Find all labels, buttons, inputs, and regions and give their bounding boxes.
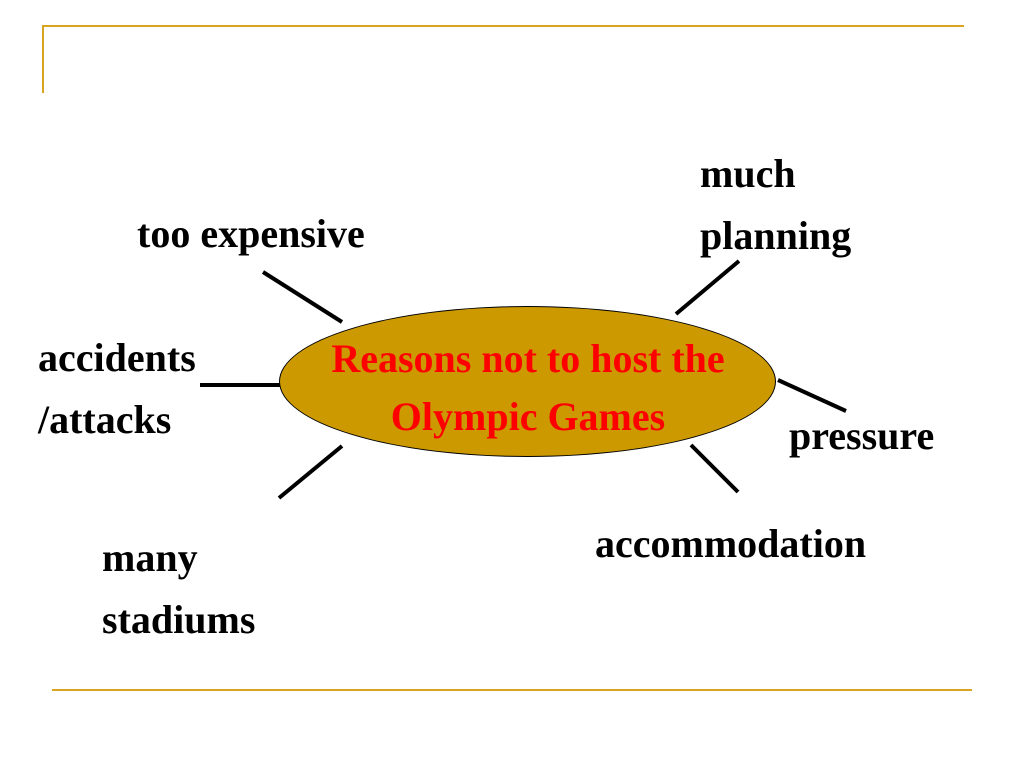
connector-pressure xyxy=(777,378,847,413)
reason-accidents-attacks: accidents /attacks xyxy=(38,335,196,442)
connector-expensive xyxy=(261,270,344,324)
connector-planning xyxy=(674,259,741,316)
center-ellipse xyxy=(279,306,776,457)
reason-too-expensive: too expensive xyxy=(137,211,365,256)
left-rule xyxy=(42,25,44,93)
reason-many-stadiums: many stadiums xyxy=(102,535,256,642)
reason-accommodation: accommodation xyxy=(595,521,867,566)
reason-much-planning: much planning xyxy=(700,151,852,258)
bottom-rule xyxy=(52,689,972,691)
top-rule xyxy=(42,25,964,27)
connector-stadiums xyxy=(277,444,344,500)
reason-pressure: pressure xyxy=(789,413,935,458)
center-title: Reasons not to host the Olympic Games xyxy=(331,336,725,439)
connector-accommodation xyxy=(689,443,740,494)
